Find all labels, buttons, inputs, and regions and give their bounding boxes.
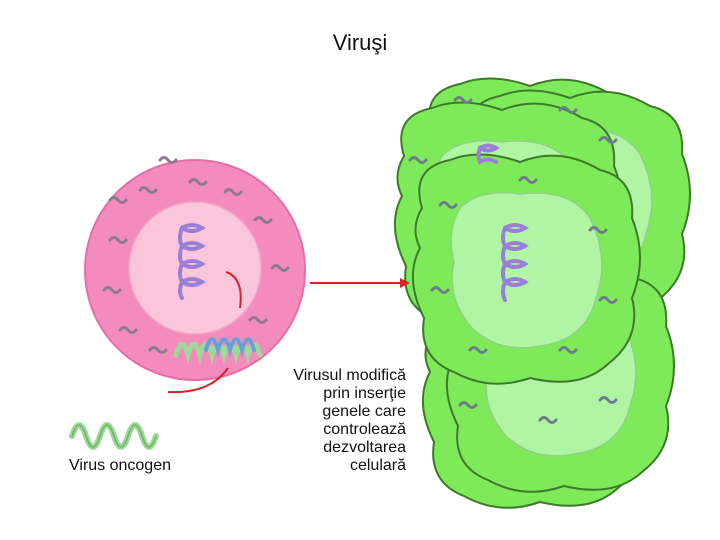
transform-arrow — [310, 278, 410, 288]
caption-line: dezvoltarea — [323, 439, 406, 456]
caption-line: Virusul modifică — [293, 367, 406, 384]
caption-line: celulară — [349, 457, 406, 474]
tumor-cell-front — [411, 153, 641, 385]
host-dna — [178, 223, 206, 300]
host-chromosomes — [102, 156, 290, 354]
insertion-arrows — [167, 271, 242, 394]
inserted-virus-dna-blue — [204, 337, 256, 358]
page-title: Viruşi — [332, 30, 388, 55]
tumor-chromosomes — [408, 96, 618, 424]
caption-line: prin inserţie — [323, 385, 406, 402]
caption: Virusul modifică prin inserţie genele ca… — [262, 367, 406, 475]
virus-oncogen-label: Virus oncogen — [69, 457, 171, 474]
tumor-dna-back — [476, 143, 500, 165]
caption-line: genele care — [322, 403, 406, 420]
caption-line: controlează — [323, 421, 406, 438]
tumor-dna — [501, 223, 529, 302]
